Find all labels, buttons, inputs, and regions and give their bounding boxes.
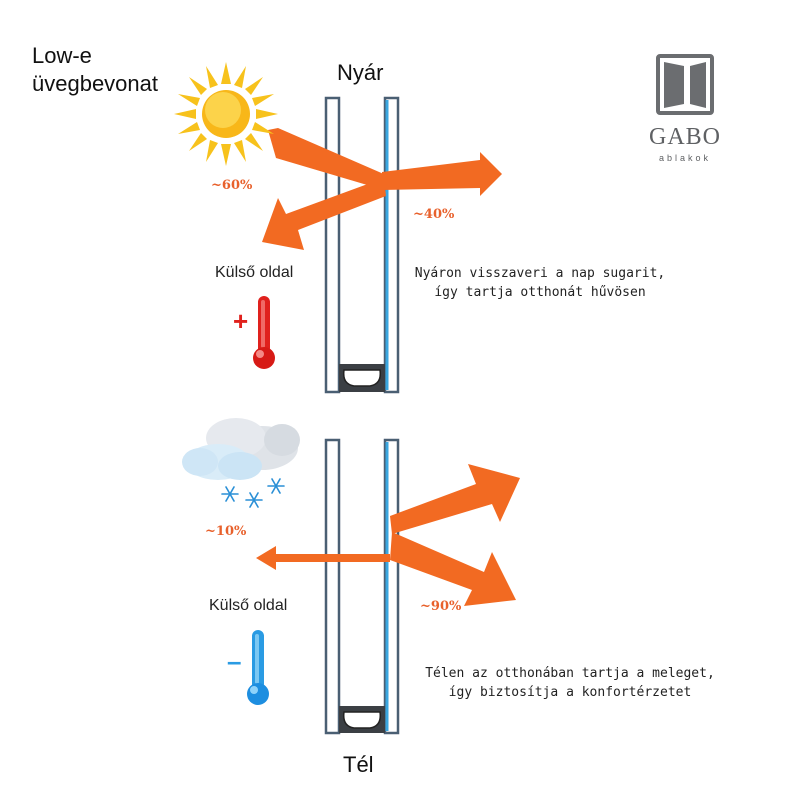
summer-transmit-percent: ~40% <box>413 207 455 222</box>
summer-outer-pane <box>324 96 341 394</box>
coating-heading-line1: Low-e <box>32 43 92 68</box>
summer-label: Nyár <box>337 60 384 85</box>
summer-glass-unit <box>324 96 400 394</box>
winter-arrows <box>256 464 520 606</box>
heat-reflected-arrow <box>390 464 520 534</box>
winter-retain-percent: ~90% <box>420 599 462 614</box>
summer-desc-line1: Nyáron visszaveri a nap sugarit, <box>414 266 666 281</box>
snow-cloud-icon <box>182 418 300 508</box>
winter-desc-line2: így biztosítja a konfortérzetet <box>448 685 692 700</box>
hot-plus-sign: + <box>233 306 249 336</box>
cold-thermometer-icon <box>247 630 269 705</box>
cold-minus-sign: – <box>227 646 242 676</box>
transmitted-arrow <box>382 152 502 196</box>
incoming-sun-ray <box>268 128 386 190</box>
winter-description: Télen az otthonában tartja a meleget, íg… <box>418 664 722 702</box>
heat-escape-arrow <box>256 546 390 570</box>
summer-desc-line2: így tartja otthonát hűvösen <box>434 285 646 300</box>
summer-arrows <box>262 128 502 250</box>
winter-desiccant <box>342 711 382 729</box>
summer-description: Nyáron visszaveri a nap sugarit, így tar… <box>411 264 669 302</box>
heat-source-arrow <box>390 532 516 606</box>
sun-icon <box>174 62 278 166</box>
gabo-logo-icon <box>656 54 714 115</box>
coating-heading: Low-e üvegbevonat <box>32 42 158 98</box>
summer-reflect-percent: ~60% <box>211 178 253 193</box>
logo-tagline: ablakok <box>658 153 712 163</box>
winter-desc-line1: Télen az otthonában tartja a meleget, <box>425 666 715 681</box>
coating-heading-line2: üvegbevonat <box>32 71 158 96</box>
hot-thermometer-icon <box>253 296 275 369</box>
winter-outside-label: Külső oldal <box>209 597 288 614</box>
winter-escape-percent: ~10% <box>205 524 247 539</box>
winter-glass-unit <box>324 438 400 735</box>
winter-outer-pane <box>324 438 341 735</box>
winter-label: Tél <box>343 752 374 777</box>
summer-outside-label: Külső oldal <box>215 264 294 281</box>
reflected-arrow <box>262 178 386 250</box>
summer-desiccant <box>342 369 382 387</box>
logo-name: GABO <box>648 124 721 150</box>
